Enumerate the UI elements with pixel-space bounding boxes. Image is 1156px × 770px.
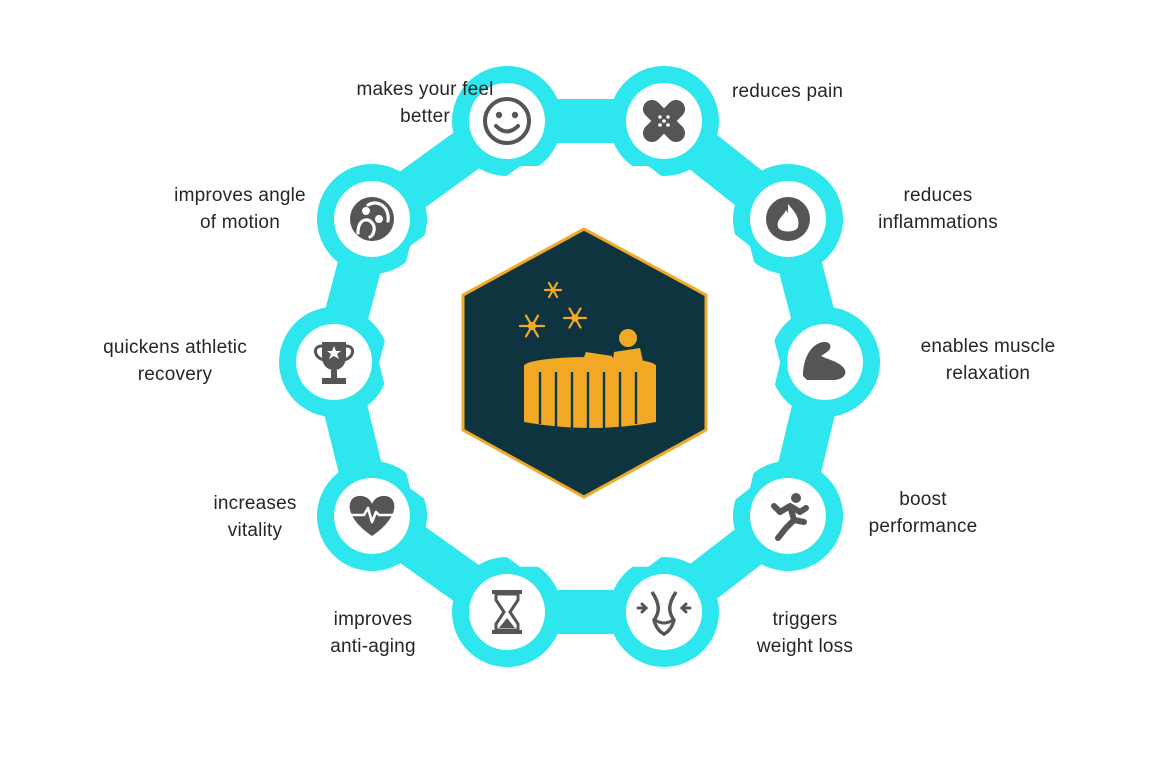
icon-circle [750, 478, 826, 554]
benefit-label-line: improves [333, 609, 413, 630]
benefit-label-line: relaxation [945, 363, 1031, 384]
benefit-node-athletic-recovery [296, 324, 372, 400]
benefit-label-line: vitality [227, 520, 283, 541]
benefit-label-line: weight loss [756, 636, 854, 657]
benefit-node-boost-performance [750, 478, 826, 554]
benefit-label-line: reduces [903, 185, 973, 206]
benefit-label-line: boost [899, 489, 947, 510]
benefit-node-muscle-relaxation [787, 324, 863, 400]
benefit-node-angle-of-motion [334, 181, 410, 257]
benefit-label-vitality: increases vitality [195, 490, 315, 544]
flexed-arm-icon [803, 341, 846, 380]
benefit-label-anti-aging: improves anti-aging [318, 606, 428, 660]
benefit-label-line: recovery [137, 364, 213, 385]
benefit-label-line: anti-aging [330, 636, 416, 657]
benefit-label-line: improves angle [174, 185, 306, 206]
benefit-label-line: makes your feel [356, 79, 494, 100]
benefit-node-feel-better [469, 83, 545, 159]
runner-icon [771, 493, 809, 541]
benefit-label-angle-of-motion: improves angle of motion [155, 182, 325, 236]
stretching-figure-icon [350, 197, 394, 241]
benefit-label-line: quickens athletic [103, 337, 247, 358]
trophy-icon [314, 342, 354, 384]
benefit-label-line: of motion [200, 212, 280, 233]
benefit-label-muscle-relaxation: enables muscle relaxation [903, 333, 1073, 387]
benefit-node-reduces-pain [626, 83, 702, 159]
benefit-node-anti-aging [469, 574, 545, 650]
benefit-label-boost-performance: boost performance [858, 486, 988, 540]
icon-circle [469, 83, 545, 159]
benefit-label-athletic-recovery: quickens athletic recovery [85, 334, 265, 388]
icon-circle [469, 574, 545, 650]
benefit-label-line: better [400, 106, 450, 127]
benefit-label-line: performance [868, 516, 978, 537]
benefit-node-weight-loss [626, 574, 702, 650]
benefit-label-line: enables muscle [920, 336, 1056, 357]
benefit-label-line: triggers [772, 609, 838, 630]
benefit-label-reduces-inflammations: reduces inflammations [858, 182, 1018, 236]
benefit-label-reduces-pain: reduces pain [732, 78, 872, 105]
heartbeat-icon [349, 495, 395, 536]
flame-icon [766, 197, 810, 241]
benefit-label-line: reduces pain [732, 81, 844, 102]
icon-circle [626, 574, 702, 650]
benefit-label-line: inflammations [878, 212, 998, 233]
ice-bath-tub-icon [518, 281, 656, 430]
bandage-icon [642, 99, 686, 143]
benefit-node-reduces-inflammations [750, 181, 826, 257]
hourglass-icon [492, 590, 522, 634]
benefit-label-line: increases [213, 493, 297, 514]
benefit-label-weight-loss: triggers weight loss [740, 606, 870, 660]
benefit-node-vitality [334, 478, 410, 554]
benefit-label-feel-better: makes your feel better [345, 76, 505, 130]
smiley-face-icon [483, 97, 531, 145]
center-hexagon [461, 227, 708, 499]
waist-icon [636, 591, 692, 636]
